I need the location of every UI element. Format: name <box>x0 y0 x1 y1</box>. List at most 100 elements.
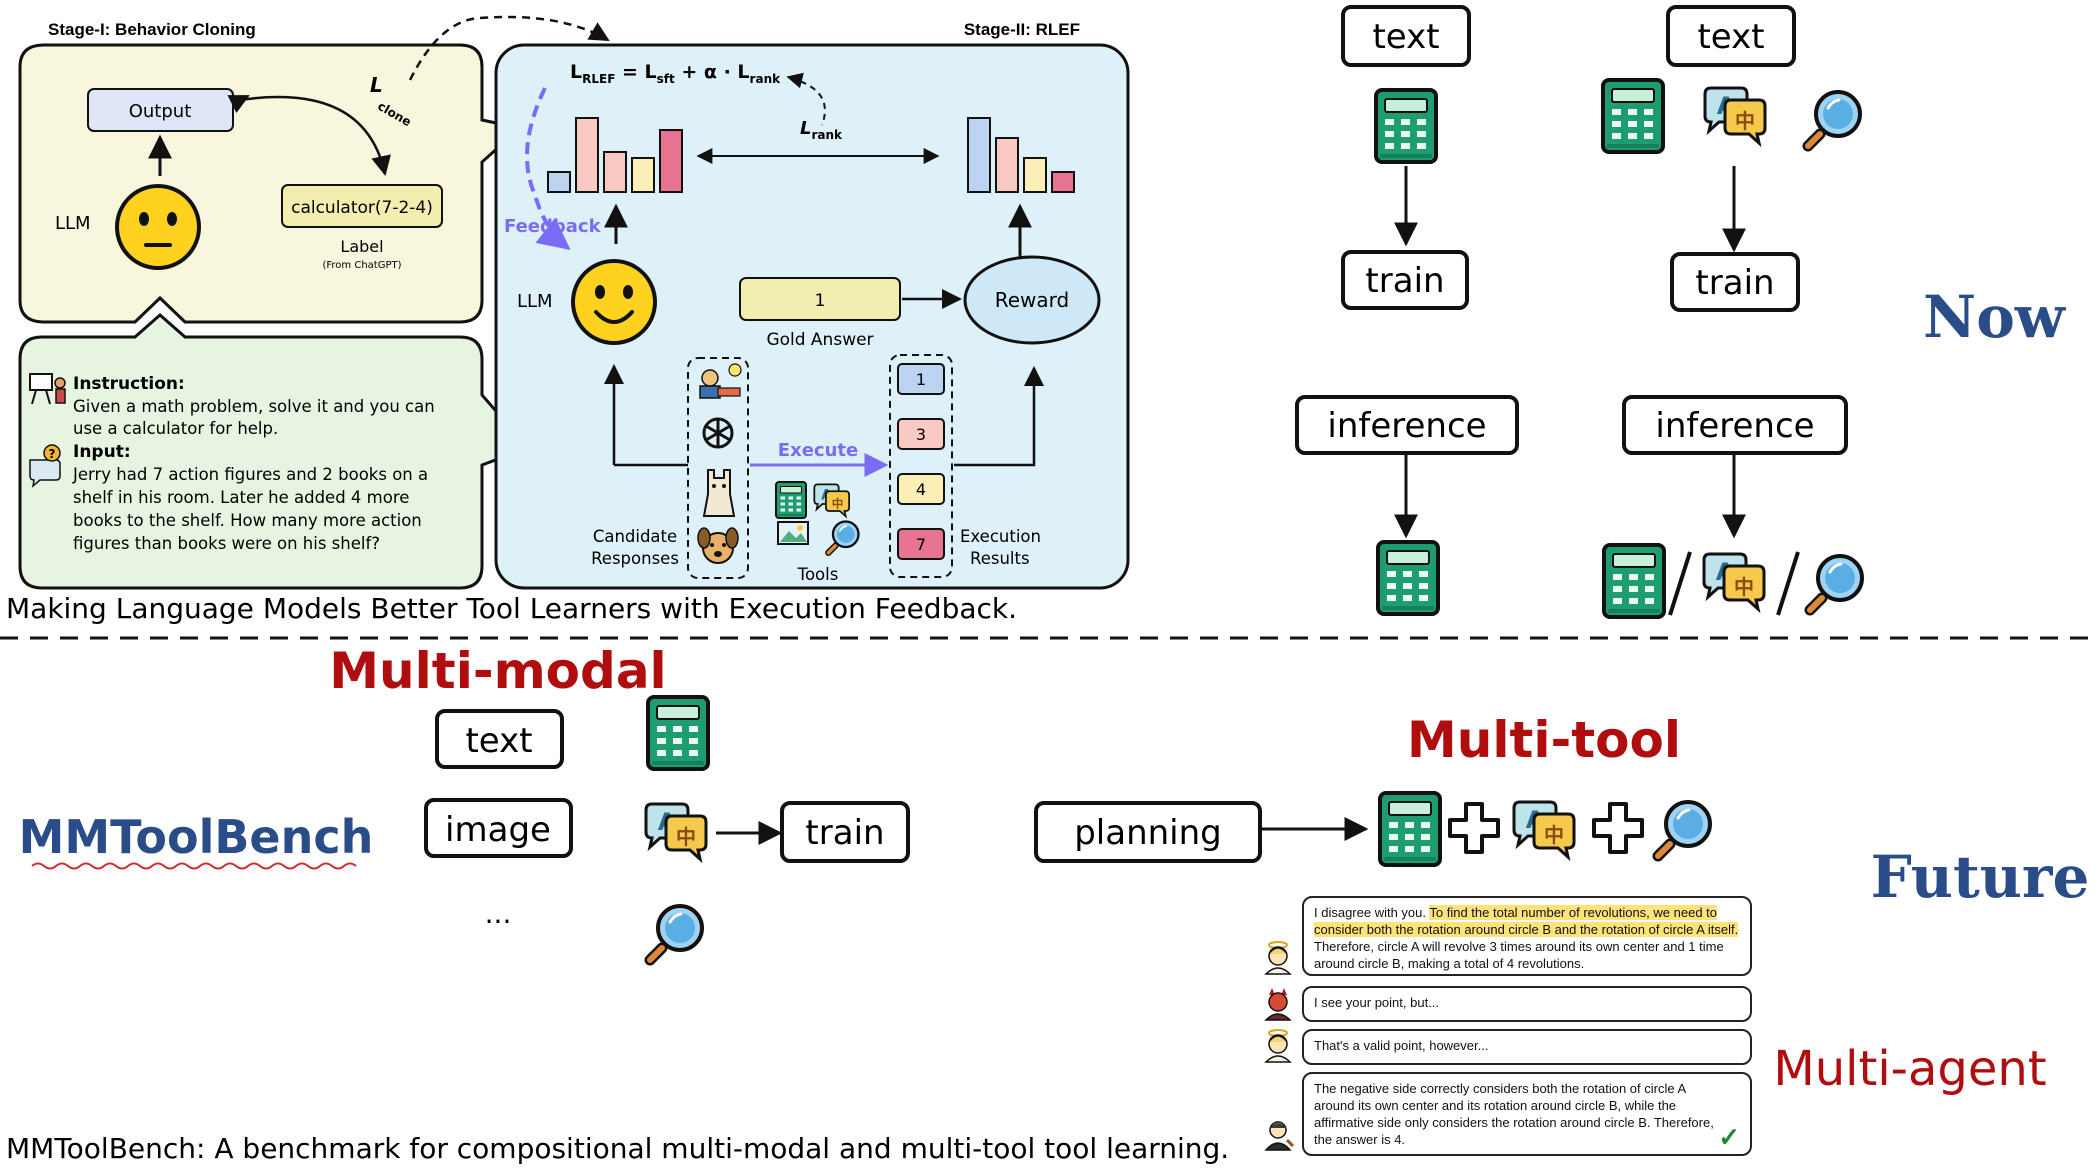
stage2-title: Stage-II: RLEF <box>964 20 1080 39</box>
loss-formula: LRLEF = Lsft + α · Lrank <box>570 61 781 86</box>
devil-icon <box>1265 987 1291 1021</box>
llm-happy-face <box>571 259 657 345</box>
label-text: Label <box>340 237 383 256</box>
judge-icon <box>1264 1120 1295 1152</box>
result-3: 3 <box>916 425 926 444</box>
question-bubble-icon: ? <box>29 444 61 488</box>
result-1: 1 <box>916 370 926 389</box>
message-2-text: I see your point, but... <box>1314 995 1440 1010</box>
now-train-box-2 <box>1670 252 1800 312</box>
now-train-2: train <box>1695 263 1774 303</box>
instruction-line-2: use a calculator for help. <box>73 419 278 438</box>
openai-icon <box>702 417 734 449</box>
execution-label-2: Results <box>970 549 1030 568</box>
search-icon <box>1810 556 1862 610</box>
input-line-4: figures than books were on his shelf? <box>73 534 380 553</box>
candidate-group <box>687 357 749 579</box>
multitool-label: Multi-tool <box>1407 711 1681 769</box>
message-3-text: That's a valid point, however... <box>1314 1038 1489 1053</box>
input-more: ... <box>485 897 512 930</box>
calculator-icon <box>1601 78 1665 154</box>
tools-label: Tools <box>797 565 839 584</box>
clone-curve-arrow <box>239 95 391 176</box>
spellcheck-underline <box>31 862 357 870</box>
calculator-call-box <box>281 184 443 228</box>
feedback-arrow <box>525 87 571 250</box>
output-label: Output <box>129 101 192 122</box>
input-text-box <box>435 709 564 769</box>
execution-results: 1 3 4 7 <box>897 363 945 560</box>
reward-ellipse <box>963 255 1101 345</box>
calculator-icon <box>775 481 807 519</box>
angel-icon <box>1265 941 1291 975</box>
dog-icon <box>697 527 739 564</box>
input-title: Input: <box>73 442 131 462</box>
slash-1 <box>1668 551 1692 616</box>
debate-message-4: The negative side correctly considers bo… <box>1302 1072 1752 1156</box>
instruction-title: Instruction: <box>73 374 185 394</box>
now-train-box-1 <box>1341 250 1469 310</box>
candidate-label-1: Candidate <box>593 527 677 546</box>
label-source: (From ChatGPT) <box>322 260 401 271</box>
input-image: image <box>445 810 551 850</box>
rank-dashed-arrow <box>789 77 826 126</box>
planning-box <box>1034 801 1262 863</box>
llm-label-stage2: LLM <box>517 291 553 312</box>
result-7: 7 <box>916 535 926 554</box>
input-text: text <box>465 721 532 761</box>
calculator-icon <box>1378 791 1442 867</box>
now-text-1: text <box>1372 17 1439 57</box>
results-group <box>889 354 953 578</box>
future-section: Multi-modal MMToolBench text image ... t… <box>19 642 2090 1152</box>
future-train: train <box>805 813 884 853</box>
future-train-box <box>780 801 910 863</box>
calculator-icon <box>646 695 710 771</box>
llm-neutral-face <box>115 184 201 270</box>
message-1-text: I disagree with you. <box>1314 905 1430 920</box>
image-tool-icon <box>777 521 809 545</box>
caption-top: Making Language Models Better Tool Learn… <box>6 592 1017 625</box>
gold-answer-value: 1 <box>815 291 826 311</box>
translate-icon <box>1703 86 1767 145</box>
l-clone-letter: L <box>370 73 383 97</box>
plus-icon <box>1448 802 1500 854</box>
future-label: Future <box>1871 843 2090 911</box>
now-inference-box-1 <box>1295 395 1519 455</box>
now-text-2: text <box>1697 17 1764 57</box>
clone-dashed-arrow <box>408 15 610 81</box>
multiagent-label: Multi-agent <box>1773 1041 2046 1097</box>
search-icon <box>1658 802 1710 856</box>
llm-label-stage1: LLM <box>55 213 91 234</box>
plus-icon <box>1592 802 1644 854</box>
results-to-reward-arrow <box>954 366 1044 467</box>
result-4: 4 <box>916 480 926 499</box>
execution-label-1: Execution <box>960 527 1041 546</box>
instruction-line-1: Given a math problem, solve it and you c… <box>73 397 435 416</box>
gold-answer-box <box>739 277 901 321</box>
search-icon <box>1808 92 1860 146</box>
calculator-icon <box>1602 543 1666 619</box>
debate-message-2: I see your point, but... <box>1302 986 1752 1022</box>
input-line-3: books to the shelf. How many more action <box>73 511 422 530</box>
benchmark-name: MMToolBench <box>19 810 374 864</box>
rlef-figure: Stage-I: Behavior Cloning Stage-II: RLEF… <box>18 15 1130 590</box>
teacher-icon <box>29 373 66 405</box>
message-1-text-end: Therefore, circle A will revolve 3 times… <box>1314 939 1724 971</box>
left-bar-chart <box>547 117 683 193</box>
feedback-label: Feedback <box>504 216 602 237</box>
multimodal-label: Multi-modal <box>329 642 666 700</box>
student-icon <box>699 363 742 399</box>
gold-answer-label: Gold Answer <box>766 330 873 350</box>
llama-icon <box>702 469 736 517</box>
stage1-panel <box>18 43 524 324</box>
now-inference-box-2 <box>1622 395 1848 455</box>
calculator-icon <box>1376 540 1440 616</box>
input-image-box <box>424 798 573 858</box>
now-section: text train inference text train inferenc… <box>1295 5 2067 619</box>
now-label: Now <box>1923 283 2067 351</box>
calculator-call: calculator(7-2-4) <box>291 198 433 218</box>
translate-icon <box>1512 800 1576 859</box>
search-icon <box>650 906 702 960</box>
input-panel <box>18 313 531 590</box>
now-inference-2: inference <box>1655 406 1814 446</box>
